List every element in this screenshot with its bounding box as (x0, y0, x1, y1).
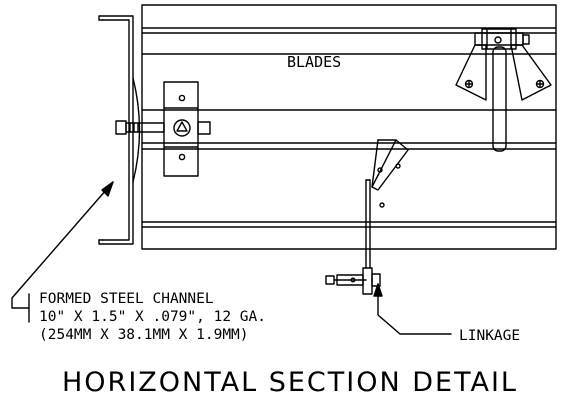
channel-callout-line2: 10" X 1.5" X .079", 12 GA. (39, 309, 266, 325)
linkage-leader (373, 283, 452, 335)
blades-label: BLADES (287, 53, 341, 71)
crank-bracket (455, 28, 552, 152)
channel-callout-line3: (254MM X 38.1MM X 1.9MM) (39, 327, 249, 343)
drawing-title: HORIZONTAL SECTION DETAIL (62, 367, 518, 398)
blade-axle (115, 81, 211, 177)
linkage-label: LINKAGE (459, 328, 520, 344)
formed-steel-channel (98, 15, 134, 245)
channel-callout-line1: FORMED STEEL CHANNEL (39, 291, 214, 307)
linkage-assembly (325, 139, 409, 295)
channel-callout-leader (11, 181, 114, 323)
blade-frame (132, 4, 557, 250)
